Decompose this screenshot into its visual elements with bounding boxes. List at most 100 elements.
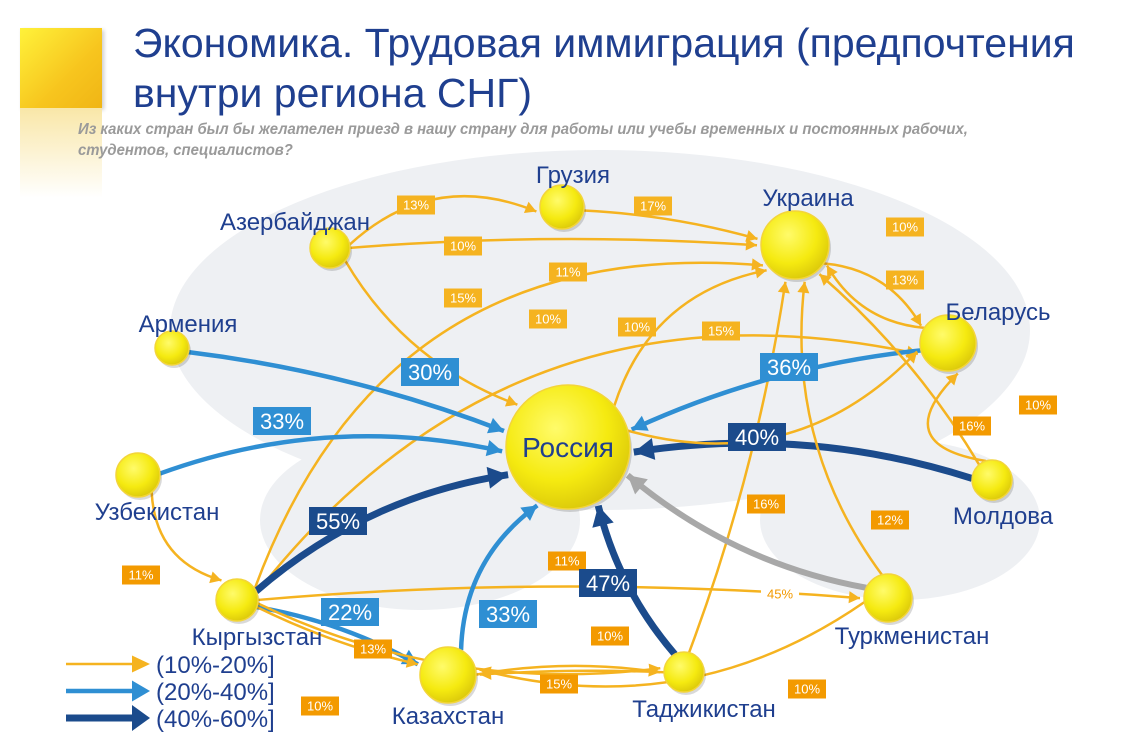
- arrowhead-icon: [523, 201, 537, 213]
- arrowhead-icon: [754, 266, 767, 279]
- flow-moldova-to-russia: [633, 438, 974, 482]
- arrowhead-icon: [209, 571, 222, 584]
- flow-line: [253, 261, 764, 590]
- flow-line: [256, 605, 419, 666]
- flow-value-label: 11%: [555, 265, 580, 280]
- page-title: Экономика. Трудовая иммиграция (предпочт…: [133, 20, 1075, 116]
- country-node: [971, 459, 1013, 501]
- flow-label-box: [760, 353, 818, 381]
- flow-tajikistan-to-ukraine: [687, 281, 790, 654]
- flow-ukraine-to-belarus: [823, 262, 923, 327]
- flow-turkmenistan-to-russia: [625, 472, 867, 591]
- legend-arrowhead-icon: [132, 705, 150, 731]
- flow-line: [150, 492, 222, 582]
- flow-line: [825, 264, 925, 330]
- flow-kazakhstan-to-russia: [458, 503, 539, 651]
- legend-item: (10%-20%]: [66, 652, 275, 679]
- flow-label-box: [540, 674, 578, 694]
- country-node: [419, 646, 477, 704]
- flow-value-label: 10%: [794, 682, 820, 697]
- flow-russia-to-ukraine: [613, 266, 767, 407]
- flow-line: [458, 503, 539, 651]
- country-georgia: Грузия: [536, 162, 610, 232]
- legend-label: (20%-40%]: [156, 679, 275, 706]
- flow-value-label: 33%: [486, 602, 530, 627]
- arrowhead-icon: [848, 591, 861, 604]
- flow-azerbaijan-to-russia: [344, 260, 518, 407]
- flow-value-label: 13%: [403, 198, 429, 213]
- country-name: Молдова: [953, 503, 1054, 530]
- flow-value-label: 10%: [892, 220, 918, 235]
- arrowhead-icon: [751, 258, 763, 271]
- flow-value-label: 10%: [535, 312, 561, 327]
- country-name: Туркменистан: [835, 623, 990, 650]
- country-turkmenistan: Туркменистан: [835, 573, 990, 650]
- country-moldova: Молдова: [953, 459, 1054, 530]
- country-ukraine: Украина: [760, 185, 854, 282]
- flow-value-label: 36%: [767, 355, 811, 380]
- flow-label-box: [871, 510, 909, 530]
- arrowhead-icon: [826, 265, 838, 279]
- country-russia: Россия: [505, 384, 632, 512]
- flow-value-label: 22%: [328, 600, 372, 625]
- country-name: Беларусь: [946, 299, 1051, 326]
- flow-value-label: 10%: [624, 320, 650, 335]
- flow-label-box: [1019, 395, 1057, 415]
- flow-line: [188, 349, 505, 434]
- logo-fade: [20, 108, 102, 198]
- arrowhead-icon: [745, 230, 758, 242]
- flow-armenia-to-russia: [188, 349, 505, 434]
- arrowhead-icon: [648, 663, 661, 676]
- country-name: Грузия: [536, 162, 610, 189]
- flow-azerbaijan-to-ukraine: [349, 237, 758, 251]
- arrowhead-icon: [485, 439, 503, 457]
- country-kyrgyzstan: Кыргызстан: [192, 578, 322, 651]
- legend: (10%-20%](20%-40%](40%-60%]: [66, 652, 275, 733]
- flow-label-box: [397, 195, 435, 215]
- flow-label-box: [122, 565, 160, 585]
- arrowhead-icon: [745, 238, 758, 251]
- flow-value-label: 17%: [640, 199, 666, 214]
- flow-value-label: 45%: [767, 587, 793, 602]
- flow-value-label: 16%: [959, 419, 985, 434]
- arrowhead-icon: [905, 351, 918, 364]
- flow-line: [344, 260, 518, 406]
- arrowhead-icon: [405, 655, 418, 668]
- arrowhead-icon: [945, 373, 958, 386]
- country-node: [663, 651, 705, 693]
- country-node: [215, 578, 259, 622]
- flow-value-label: 16%: [753, 497, 779, 512]
- flow-azerbaijan-to-georgia: [348, 195, 537, 246]
- legend-arrowhead-icon: [132, 680, 150, 702]
- flow-line: [633, 439, 974, 482]
- flow-value-label: 10%: [1025, 398, 1051, 413]
- flow-label-box: [253, 407, 311, 435]
- flow-label-box: [634, 196, 672, 216]
- flow-label-box: [953, 416, 991, 436]
- flow-value-label: 13%: [360, 642, 386, 657]
- country-belarus: Беларусь: [919, 299, 1051, 374]
- country-name: Азербайджан: [220, 209, 370, 236]
- flow-label-box: [401, 358, 459, 386]
- arrowhead-icon: [504, 395, 518, 407]
- arrowhead-icon: [777, 281, 790, 294]
- flow-line: [800, 281, 883, 576]
- country-name: Узбекистан: [95, 499, 220, 526]
- arrowhead-icon: [479, 666, 492, 679]
- flow-value-label: 10%: [597, 629, 623, 644]
- arrowhead-icon: [819, 274, 832, 286]
- flow-label-box: [728, 423, 786, 451]
- flow-georgia-to-ukraine: [583, 209, 758, 242]
- flow-line: [348, 195, 537, 246]
- flow-line: [159, 434, 503, 476]
- flow-line: [613, 269, 767, 407]
- flow-label-box: [549, 262, 587, 282]
- flow-value-label: 11%: [128, 568, 153, 583]
- legend-arrowhead-icon: [132, 655, 150, 673]
- flow-label-box: [444, 288, 482, 308]
- flow-uzbekistan-to-kyrgyzstan: [150, 492, 222, 584]
- flow-value-label: 40%: [735, 425, 779, 450]
- arrowhead-icon: [520, 505, 538, 521]
- arrowhead-icon: [633, 438, 656, 460]
